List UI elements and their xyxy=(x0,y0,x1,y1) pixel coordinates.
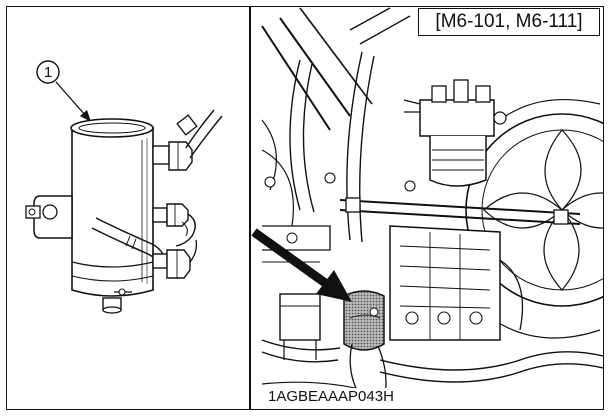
pointer-arrow-head xyxy=(316,270,352,302)
panel-divider xyxy=(249,6,251,410)
callout-arrowhead xyxy=(80,110,91,122)
callout-leader xyxy=(55,81,87,117)
upper-filter-housing xyxy=(419,99,495,137)
pointer-arrow-shaft xyxy=(251,228,338,294)
fuel-filter-drawing: 1 xyxy=(25,60,223,314)
figure-frame xyxy=(6,6,604,410)
filter-body xyxy=(71,127,154,297)
target-fuel-filter xyxy=(343,290,385,351)
reference-tag: [M6-101, M6-111] xyxy=(418,8,600,36)
figure-code: 1AGBEAAAP043H xyxy=(266,388,396,405)
filter-top xyxy=(70,118,154,138)
water-separator xyxy=(279,293,321,341)
fuel-hose xyxy=(95,217,165,257)
callout-circle xyxy=(36,60,60,84)
callout-number: 1 xyxy=(44,64,52,81)
